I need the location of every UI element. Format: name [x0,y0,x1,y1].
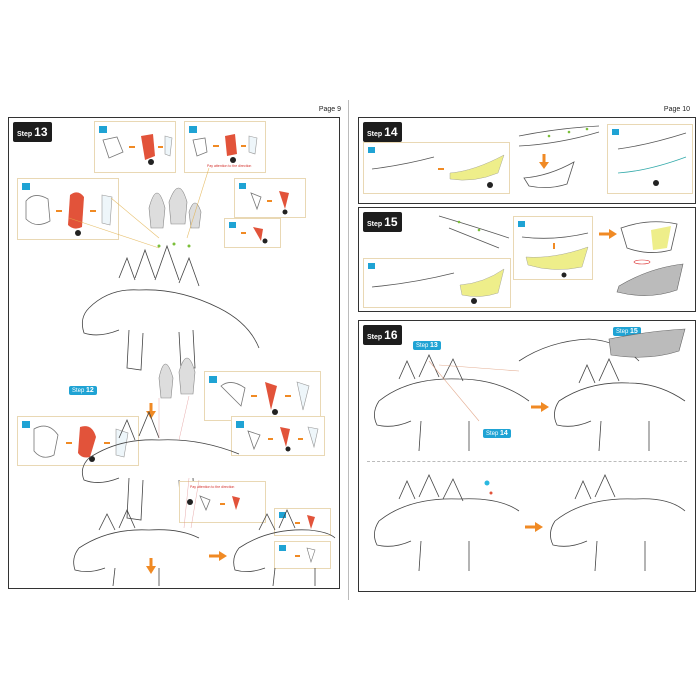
callout-tail-spike [363,142,510,194]
page-divider [348,100,349,600]
callout-b-part-2: Pay attention to the direction [184,121,266,173]
stegosaurus-illustration-1 [68,167,260,419]
callout-b-part [94,121,176,173]
callout-c-part-5 [231,416,325,456]
tail-assembly-illustration [518,125,600,188]
callout-b-tail [513,216,593,280]
callout-a-part [224,218,281,248]
step-16-illustration [374,328,686,572]
step-12-ref-tag: Step 12 [69,386,97,395]
callout-c-part-4 [17,416,139,466]
step-13-ref-tag: Step 13 [413,341,441,350]
callout-c-small-3 [274,541,331,569]
direction-note-2: Pay attention to the direction [190,485,235,489]
page-number: Page 9 [318,106,341,113]
direction-note: Pay attention to the direction [207,164,252,168]
step-15-illustration [438,215,684,296]
page-number: Page 10 [663,106,690,113]
stegosaurus-illustration-3 [73,477,336,587]
callout-a-tail [607,124,693,194]
callout-c-small [234,178,306,218]
callout-c-part [17,178,119,240]
callout-c-part-3 [204,371,321,421]
step-15-ref-tag: Step 15 [613,327,641,336]
callout-direction: Pay attention to the direction [179,481,266,523]
section-separator [367,461,687,462]
callout-c-tail [363,258,511,308]
step-14-ref-tag: Step 14 [483,429,511,438]
